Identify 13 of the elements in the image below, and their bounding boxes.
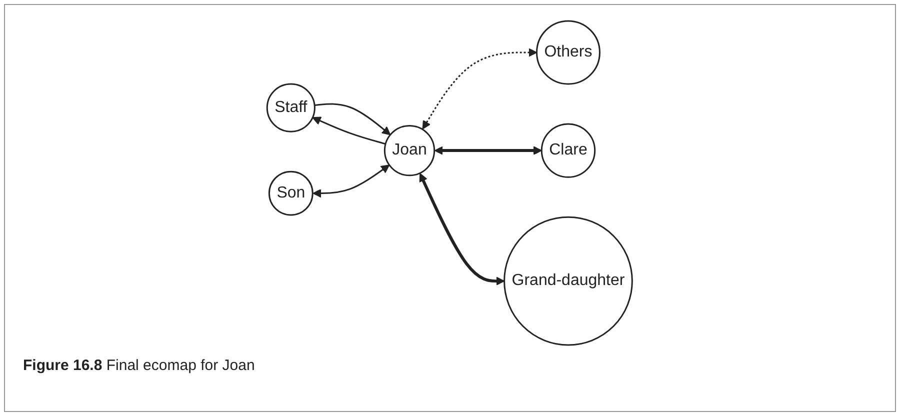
arrow (314, 103, 392, 136)
node-circle: Grand-daughter (504, 216, 634, 346)
node-circle: Staff (266, 83, 316, 132)
arrow (422, 48, 538, 130)
node-circle: Son (268, 170, 314, 216)
node-circle: Clare (541, 123, 596, 178)
arrow (420, 173, 506, 286)
node-circle: Others (536, 20, 601, 85)
figure-caption: Figure 16.8 Final ecomap for Joan (23, 357, 255, 374)
node-circle: Joan (384, 124, 436, 176)
arrow (434, 146, 542, 155)
arrow (312, 164, 390, 198)
arrow (312, 116, 386, 145)
